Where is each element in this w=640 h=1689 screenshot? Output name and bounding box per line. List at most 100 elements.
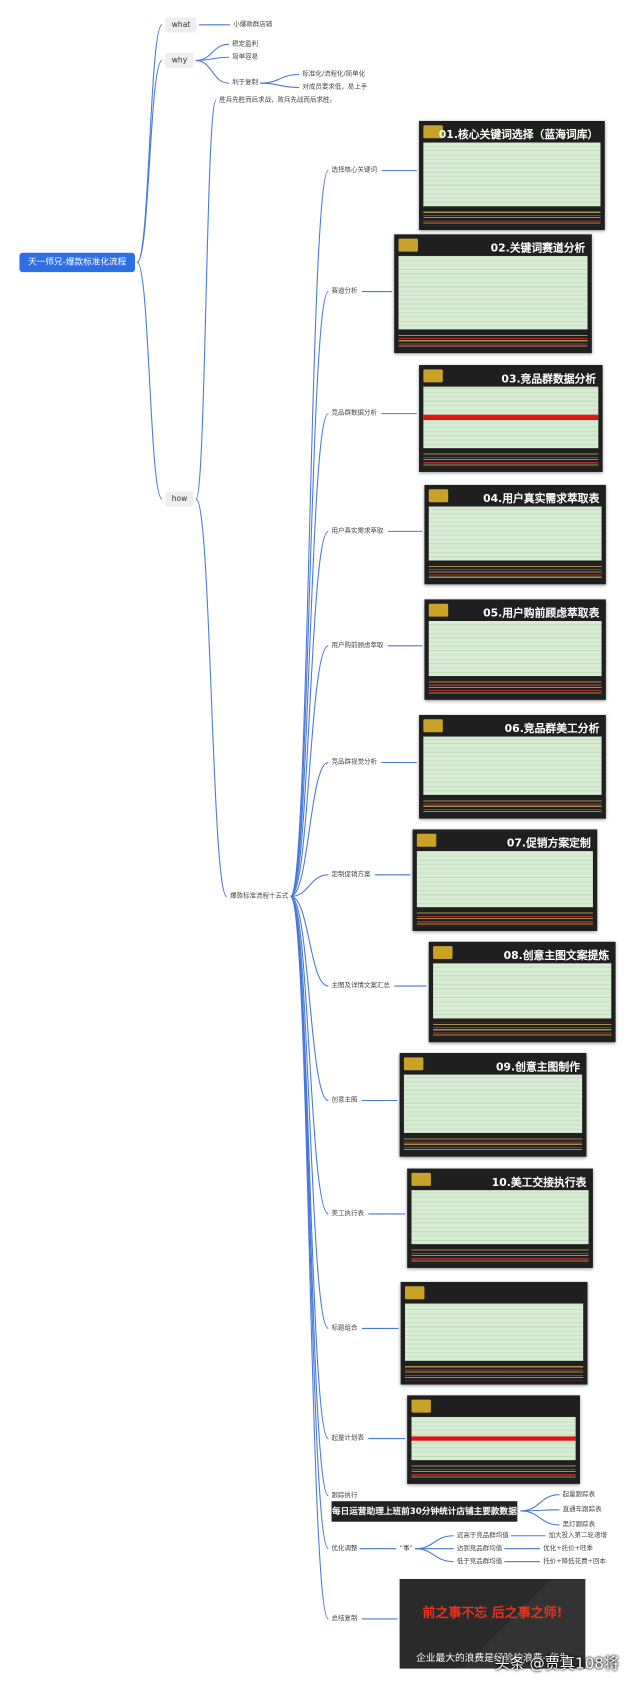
card-caption: [403, 1137, 583, 1153]
brand-logo-icon: [411, 1399, 431, 1413]
flow-step[interactable]: 优化调整: [331, 1544, 358, 1552]
optimize-hub[interactable]: “事”: [399, 1544, 413, 1552]
flow-step[interactable]: 赛道分析: [331, 287, 358, 295]
flow-step[interactable]: 跟踪执行: [331, 1491, 358, 1500]
flow-step[interactable]: 竞品群视觉分析: [331, 758, 377, 766]
card-caption: [416, 911, 593, 927]
optimize-condition[interactable]: 低于竞品群均值: [456, 1557, 503, 1565]
connector: [290, 895, 329, 1497]
connector: [136, 261, 163, 500]
card-screenshot: [433, 963, 612, 1019]
connector: [520, 1494, 560, 1512]
brand-logo-icon: [398, 238, 418, 252]
flow-step[interactable]: 起量计划表: [331, 1434, 364, 1442]
flow-step[interactable]: 美工执行表: [331, 1209, 364, 1218]
card-title: 10.美工交接执行表: [491, 1177, 587, 1190]
card-screenshot: [423, 142, 601, 207]
card-title: 08.创意主图文案提炼: [503, 950, 610, 963]
card-title: 02.关键词赛道分析: [490, 243, 586, 255]
flow-step[interactable]: 主图及详情文案汇总: [331, 981, 390, 990]
flow-step[interactable]: 总结复制: [331, 1614, 358, 1623]
summary-quote: 企业最大的浪费是经验的浪费--华为: [416, 1653, 569, 1665]
connector: [290, 895, 329, 1102]
connector: [520, 1510, 560, 1526]
connector: [290, 874, 329, 897]
card-screenshot: [411, 1190, 589, 1245]
card-screenshot: [403, 1074, 583, 1133]
connector: [290, 291, 329, 897]
card-caption: [411, 1248, 589, 1264]
connector: [290, 895, 329, 1550]
tracking-child[interactable]: 直通车跟踪表: [562, 1505, 602, 1514]
step-screenshot-card: 03.竞品群数据分析: [419, 365, 603, 472]
card-screenshot: [423, 736, 602, 795]
flow-step[interactable]: 定制促销方案: [331, 870, 371, 879]
node-why-child[interactable]: 利于复制: [232, 78, 259, 87]
step-screenshot-card: 10.美工交接执行表: [407, 1168, 593, 1268]
node-why-child[interactable]: 稳定盈利: [232, 39, 259, 48]
connector: [290, 413, 329, 897]
brand-logo-icon: [423, 369, 443, 383]
watermark: 头条 @贾真108将: [494, 1655, 620, 1673]
card-screenshot: [423, 386, 599, 449]
connector: [195, 99, 217, 500]
optimize-action[interactable]: 托价+降低花费+回本: [543, 1557, 606, 1565]
step-screenshot-card: 09.创意主图制作: [399, 1053, 587, 1157]
node-copy-child[interactable]: 标准化/流程化/简单化: [302, 70, 366, 78]
connector: [520, 1509, 560, 1512]
step-screenshot-card: 02.关键词赛道分析: [394, 234, 592, 354]
brand-logo-icon: [405, 1286, 425, 1300]
connector: [290, 530, 329, 897]
flow-step[interactable]: 用户真实需求萃取: [331, 527, 384, 535]
connector: [195, 498, 228, 897]
card-caption: [411, 1464, 576, 1480]
brand-logo-icon: [428, 603, 449, 617]
connector: [414, 1535, 454, 1550]
flow-step[interactable]: 标题组合: [331, 1324, 358, 1332]
card-caption: [423, 210, 601, 226]
flow-step[interactable]: 竞品群数据分析: [331, 409, 377, 417]
flow-step[interactable]: 用户购前顾虑萃取: [331, 641, 384, 650]
node-motto[interactable]: 胜兵先胜而后求战，败兵先战而后求胜。: [219, 96, 336, 104]
tracking-child[interactable]: 黑灯跟踪表: [562, 1520, 596, 1529]
step-screenshot-card: 01.核心关键词选择（蓝海词库）: [419, 120, 605, 231]
brand-logo-icon: [423, 125, 443, 139]
connector: [290, 170, 329, 897]
node-what-child[interactable]: 小爆款群店铺: [233, 20, 273, 29]
step-screenshot-card: 08.创意主图文案提炼: [428, 941, 616, 1043]
flow-step[interactable]: 选择核心关键词: [331, 166, 377, 174]
card-caption: [433, 1022, 612, 1038]
step-screenshot-card: 07.促销方案定制: [412, 829, 598, 931]
optimize-action[interactable]: 加大投入第二轮递增: [548, 1531, 607, 1540]
card-caption: [423, 452, 599, 468]
step-screenshot-card: [407, 1395, 580, 1484]
card-caption: [423, 799, 602, 815]
card-screenshot: [411, 1416, 576, 1461]
optimize-action[interactable]: 优化+托价+旺季: [543, 1544, 593, 1552]
card-title: 07.促销方案定制: [506, 838, 591, 850]
card-screenshot: [398, 255, 588, 330]
card-screenshot: [405, 1303, 584, 1361]
step-screenshot-card: 04.用户真实需求萃取表: [424, 484, 606, 585]
card-title: 05.用户购前顾虑萃取表: [483, 608, 600, 620]
node-flow[interactable]: 爆款标准流程十五式: [230, 892, 289, 900]
root-node[interactable]: 天一师兄-爆款标准化流程: [19, 252, 135, 273]
card-caption: [428, 680, 602, 696]
node-why[interactable]: why: [165, 52, 194, 69]
step-screenshot-card: 06.竞品群美工分析: [419, 714, 606, 819]
node-what[interactable]: what: [165, 17, 197, 33]
brand-logo-icon: [433, 946, 453, 960]
tracking-child[interactable]: 起量跟踪表: [562, 1490, 596, 1498]
node-how[interactable]: how: [165, 491, 194, 507]
card-title: 06.竞品群美工分析: [504, 723, 600, 736]
node-copy-child[interactable]: 对成员要求低，易上手: [302, 83, 368, 91]
optimize-condition[interactable]: 远高于竞品群均值: [456, 1531, 509, 1540]
step-screenshot-card: 05.用户购前顾虑萃取表: [424, 599, 606, 700]
node-why-child[interactable]: 简单容易: [232, 52, 259, 61]
optimize-condition[interactable]: 达到竞品群均值: [456, 1544, 503, 1552]
flow-step[interactable]: 创意主图: [331, 1096, 358, 1104]
brand-logo-icon: [423, 719, 443, 733]
card-screenshot: [416, 851, 593, 908]
